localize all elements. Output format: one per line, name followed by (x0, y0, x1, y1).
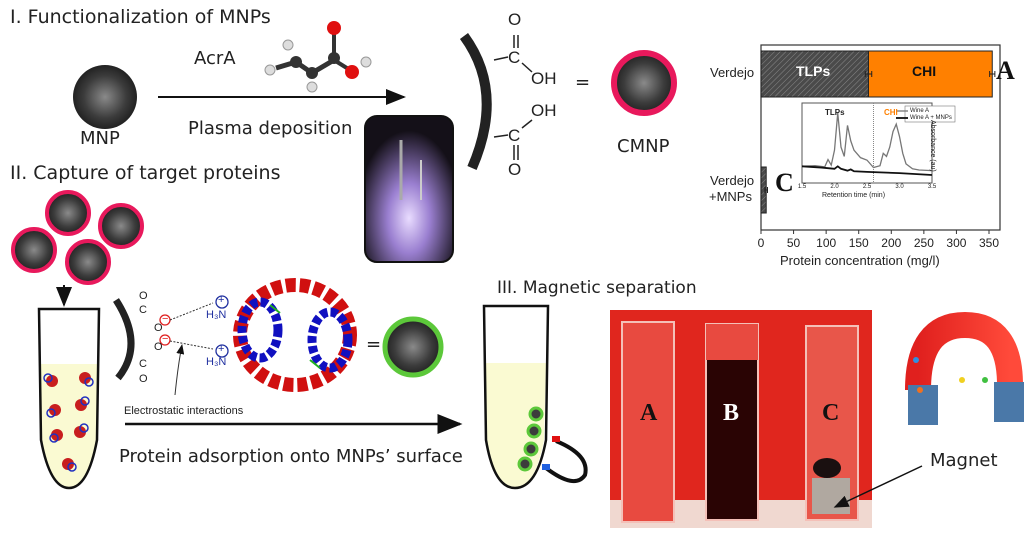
x-tick-label: 350 (979, 236, 1000, 250)
test-tube-proteins (37, 307, 101, 490)
magnet-label: Magnet (930, 450, 998, 471)
electrostatic-label: Electrostatic interactions (124, 405, 244, 417)
cuvette-label-a: A (640, 400, 658, 426)
equals-sign: = (575, 72, 591, 93)
cmnp-label: CMNP (617, 136, 670, 157)
x-tick-label: 200 (881, 236, 902, 250)
cmnp-sphere (611, 50, 677, 116)
inset-line-wine-a-mnps (801, 165, 933, 176)
inset-x-tick-label: 1.5 (797, 184, 807, 190)
negative-charge-icon: − (162, 313, 169, 325)
inset-legend-box (904, 105, 956, 123)
bar-tlps-0 (760, 50, 869, 98)
inset-line-wine-a (801, 112, 933, 172)
category-label-verdejo: Verdejo (710, 65, 755, 80)
atom-oh: OH (531, 101, 557, 120)
x-tick-label: 150 (848, 236, 869, 250)
reagent-label: AcrA (194, 48, 236, 69)
bar-label-chi: CHI (912, 63, 937, 79)
positive-charge-icon: + (218, 343, 225, 355)
horseshoe-magnet-icon (905, 311, 1024, 425)
acrylic-acid-molecule-icon (264, 21, 372, 93)
amine-label: H₃N (206, 309, 227, 321)
cuvettes-photo (610, 310, 872, 528)
atom-c: C (139, 304, 147, 316)
annotation-a: A (996, 56, 1015, 85)
atom-c: C (508, 48, 521, 67)
cmnp-cluster (11, 190, 144, 285)
inset-y-axis-label: Absorbance (au) (929, 120, 936, 172)
test-tube-separation (482, 304, 588, 490)
atom-o: O (508, 160, 522, 179)
x-tick-label: 100 (816, 236, 837, 250)
atom-c: C (508, 126, 521, 145)
section-title-functionalization: I. Functionalization of MNPs (10, 6, 271, 28)
atom-o: O (154, 341, 163, 353)
inset-legend-wine-a: Wine A (910, 108, 930, 114)
magnet-pointer (833, 465, 923, 508)
atom-o: O (508, 10, 522, 29)
amine-label: H₃N (206, 356, 227, 368)
interaction-pointer (174, 344, 185, 396)
bar-label-tlps: TLPs (796, 63, 831, 79)
x-tick-label: 50 (786, 236, 801, 250)
section-title-separation: III. Magnetic separation (497, 278, 697, 298)
atom-o: O (139, 290, 148, 302)
atom-o: O (139, 373, 148, 385)
x-tick-label: 300 (946, 236, 967, 250)
inset-x-tick-label: 3.0 (895, 184, 904, 190)
inset-region-tlps: TLPs (825, 108, 845, 117)
cuvette-label-c: C (822, 400, 840, 426)
x-tick-label: 250 (913, 236, 934, 250)
section-title-capture: II. Capture of target proteins (10, 162, 281, 184)
protein-structure-icon (233, 278, 357, 392)
negative-charge-icon: − (162, 333, 169, 345)
atom-o: O (154, 322, 163, 334)
small-magnet-icon (544, 439, 588, 484)
protein-concentration-chart (760, 44, 1001, 234)
mnp-surface-arc-capture (113, 298, 135, 381)
process-label-plasma: Plasma deposition (188, 118, 353, 139)
plasma-reactor-photo (364, 115, 454, 263)
positive-charge-icon: + (218, 294, 225, 306)
mnp-surface-arc (459, 33, 492, 170)
protein-loaded-mnp (382, 316, 444, 378)
inset-x-tick-label: 3.5 (927, 184, 937, 190)
atom-c: C (139, 358, 147, 370)
category-label-verdejo-mnps-2: +MNPs (709, 189, 752, 204)
inset-x-axis-label: Retention time (min) (822, 192, 886, 199)
process-label-adsorption: Protein adsorption onto MNPs’ surface (119, 446, 463, 467)
cuvette-label-b: B (723, 400, 740, 426)
inset-region-chi: CHI (884, 108, 898, 117)
atom-oh: OH (531, 69, 557, 88)
x-axis-label: Protein concentration (mg/l) (780, 253, 940, 268)
mnp-label: MNP (80, 128, 120, 149)
inset-x-tick-label: 2.0 (830, 184, 839, 190)
annotation-c: C (775, 168, 794, 197)
x-tick-label: 0 (757, 236, 765, 250)
inset-legend-wine-a-mnps: Wine A + MNPs (910, 115, 952, 121)
inset-x-tick-label: 2.5 (862, 184, 872, 190)
equals-sign: = (366, 334, 382, 355)
mnp-sphere (73, 65, 137, 129)
category-label-verdejo-mnps: Verdejo (710, 173, 755, 188)
